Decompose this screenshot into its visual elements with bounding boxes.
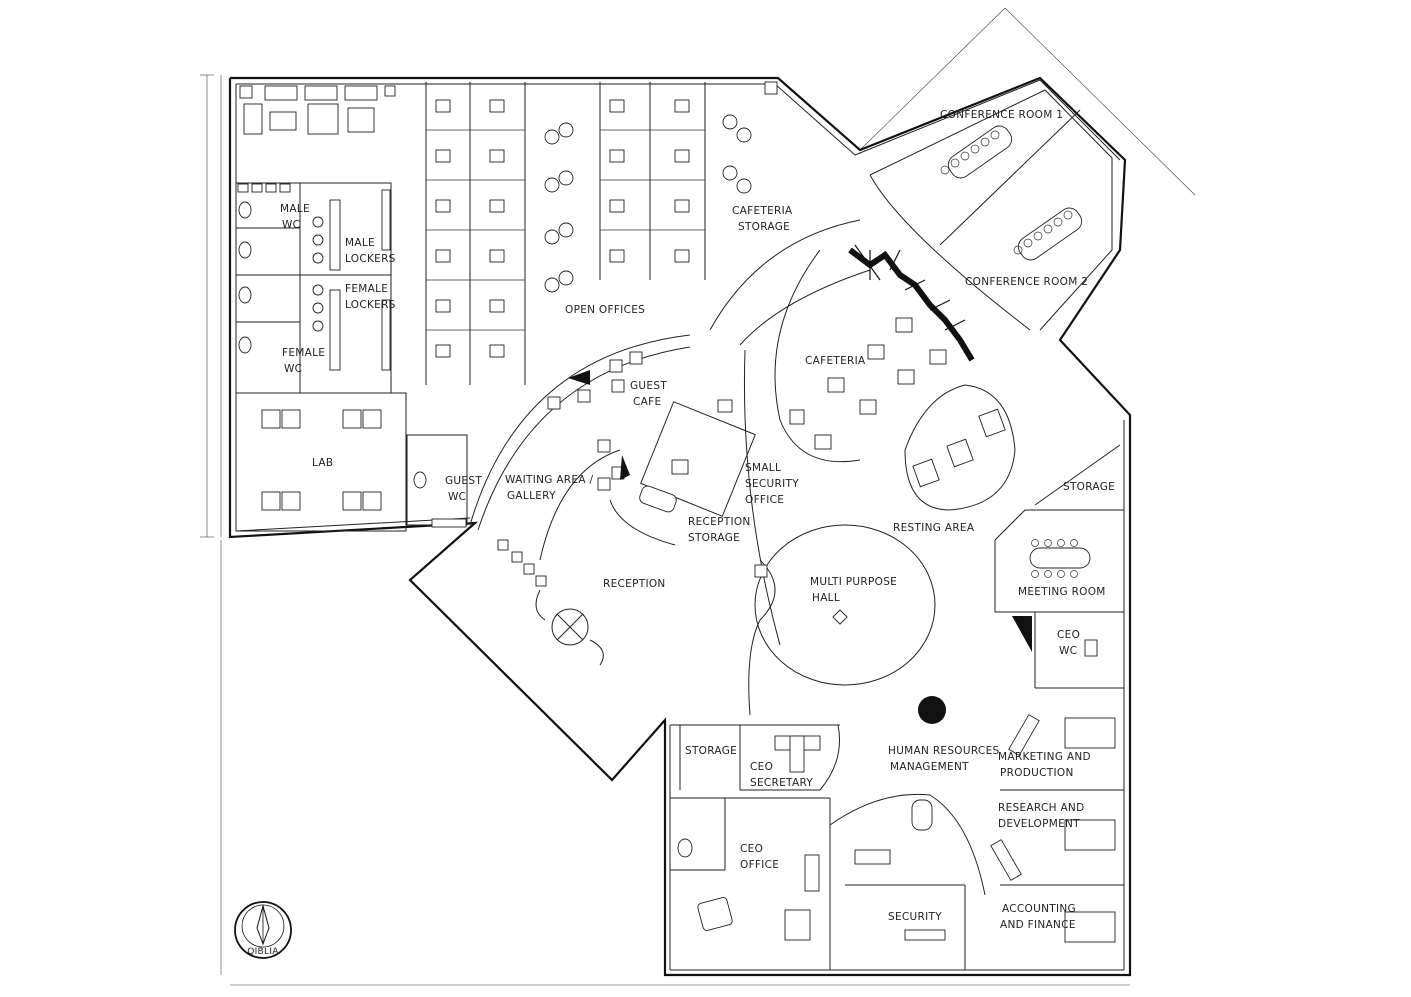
lab-room: [235, 392, 407, 532]
label-marketing: MARKETING AND: [998, 751, 1091, 763]
entrance-doors: [535, 589, 604, 666]
label-male-lockers-2: LOCKERS: [345, 253, 396, 265]
open-office-workstations: [425, 82, 752, 385]
label-security: SECURITY: [888, 911, 942, 923]
label-ceo-office: CEO: [740, 843, 763, 855]
label-male-wc-2: WC: [282, 219, 300, 231]
label-reception-storage-2: STORAGE: [688, 532, 740, 544]
label-small-security: SMALL: [745, 462, 781, 474]
room-labels: CONFERENCE ROOM 1 CONFERENCE ROOM 2 MALE…: [280, 109, 1115, 931]
guest-wc: [406, 434, 468, 528]
label-storage-south: STORAGE: [685, 745, 737, 757]
multipurpose-hall: [754, 524, 946, 724]
cafeteria-furniture: [789, 244, 1006, 488]
label-ceo-secretary: CEO: [750, 761, 773, 773]
label-ceo-secretary-2: SECRETARY: [750, 777, 813, 789]
security-office: [609, 399, 756, 546]
label-guest-wc-2: WC: [448, 491, 466, 503]
label-female-wc-2: WC: [284, 363, 302, 375]
label-hr: HUMAN RESOURCES: [888, 745, 999, 757]
south-rooms: [670, 724, 986, 970]
label-research-2: DEVELOPMENT: [998, 818, 1080, 830]
top-service-strip: [239, 81, 778, 135]
label-ceo-wc: CEO: [1057, 629, 1080, 641]
label-multipurpose-hall-2: HALL: [812, 592, 840, 604]
label-storage-east: STORAGE: [1063, 481, 1115, 493]
label-lab: LAB: [312, 457, 333, 469]
label-reception: RECEPTION: [603, 578, 666, 590]
label-reception-storage: RECEPTION: [688, 516, 751, 528]
label-marketing-2: PRODUCTION: [1000, 767, 1074, 779]
compass-label: QIBLIA: [247, 947, 279, 957]
label-research: RESEARCH AND: [998, 802, 1084, 814]
label-female-wc: FEMALE: [282, 347, 325, 359]
label-ceo-office-2: OFFICE: [740, 859, 779, 871]
label-resting-area: RESTING AREA: [893, 522, 975, 534]
label-cafeteria-storage: CAFETERIA: [732, 205, 793, 217]
label-waiting-area-2: GALLERY: [507, 490, 556, 502]
waiting-area-furniture: [497, 351, 643, 587]
label-open-offices: OPEN OFFICES: [565, 304, 645, 316]
label-cafeteria: CAFETERIA: [805, 355, 866, 367]
label-accounting-2: AND FINANCE: [1000, 919, 1076, 931]
central-curved-walls: [469, 219, 1016, 716]
label-meeting-room: MEETING ROOM: [1018, 586, 1106, 598]
exterior-walls: [228, 76, 1132, 977]
label-guest-wc: GUEST: [445, 475, 482, 487]
label-waiting-area: WAITING AREA /: [505, 474, 593, 486]
label-conference-room-1: CONFERENCE ROOM 1: [940, 109, 1063, 121]
label-guest-cafe-2: CAFE: [633, 396, 661, 408]
label-female-lockers-2: LOCKERS: [345, 299, 396, 311]
east-rooms: [990, 444, 1124, 943]
label-small-security-2: SECURITY: [745, 478, 799, 490]
label-multipurpose-hall: MULTI PURPOSE: [810, 576, 897, 588]
label-female-lockers: FEMALE: [345, 283, 388, 295]
qibla-compass-icon: QIBLIA: [234, 901, 292, 959]
label-male-lockers: MALE: [345, 237, 375, 249]
label-conference-room-2: CONFERENCE ROOM 2: [965, 276, 1088, 288]
label-accounting: ACCOUNTING: [1002, 903, 1076, 915]
plant-hedge-icon: [848, 244, 975, 362]
label-guest-cafe: GUEST: [630, 380, 667, 392]
label-small-security-3: OFFICE: [745, 494, 784, 506]
label-ceo-wc-2: WC: [1059, 645, 1077, 657]
label-cafeteria-storage-2: STORAGE: [738, 221, 790, 233]
label-male-wc: MALE: [280, 203, 310, 215]
conference-wing: [854, 79, 1121, 331]
label-hr-2: MANAGEMENT: [890, 761, 969, 773]
